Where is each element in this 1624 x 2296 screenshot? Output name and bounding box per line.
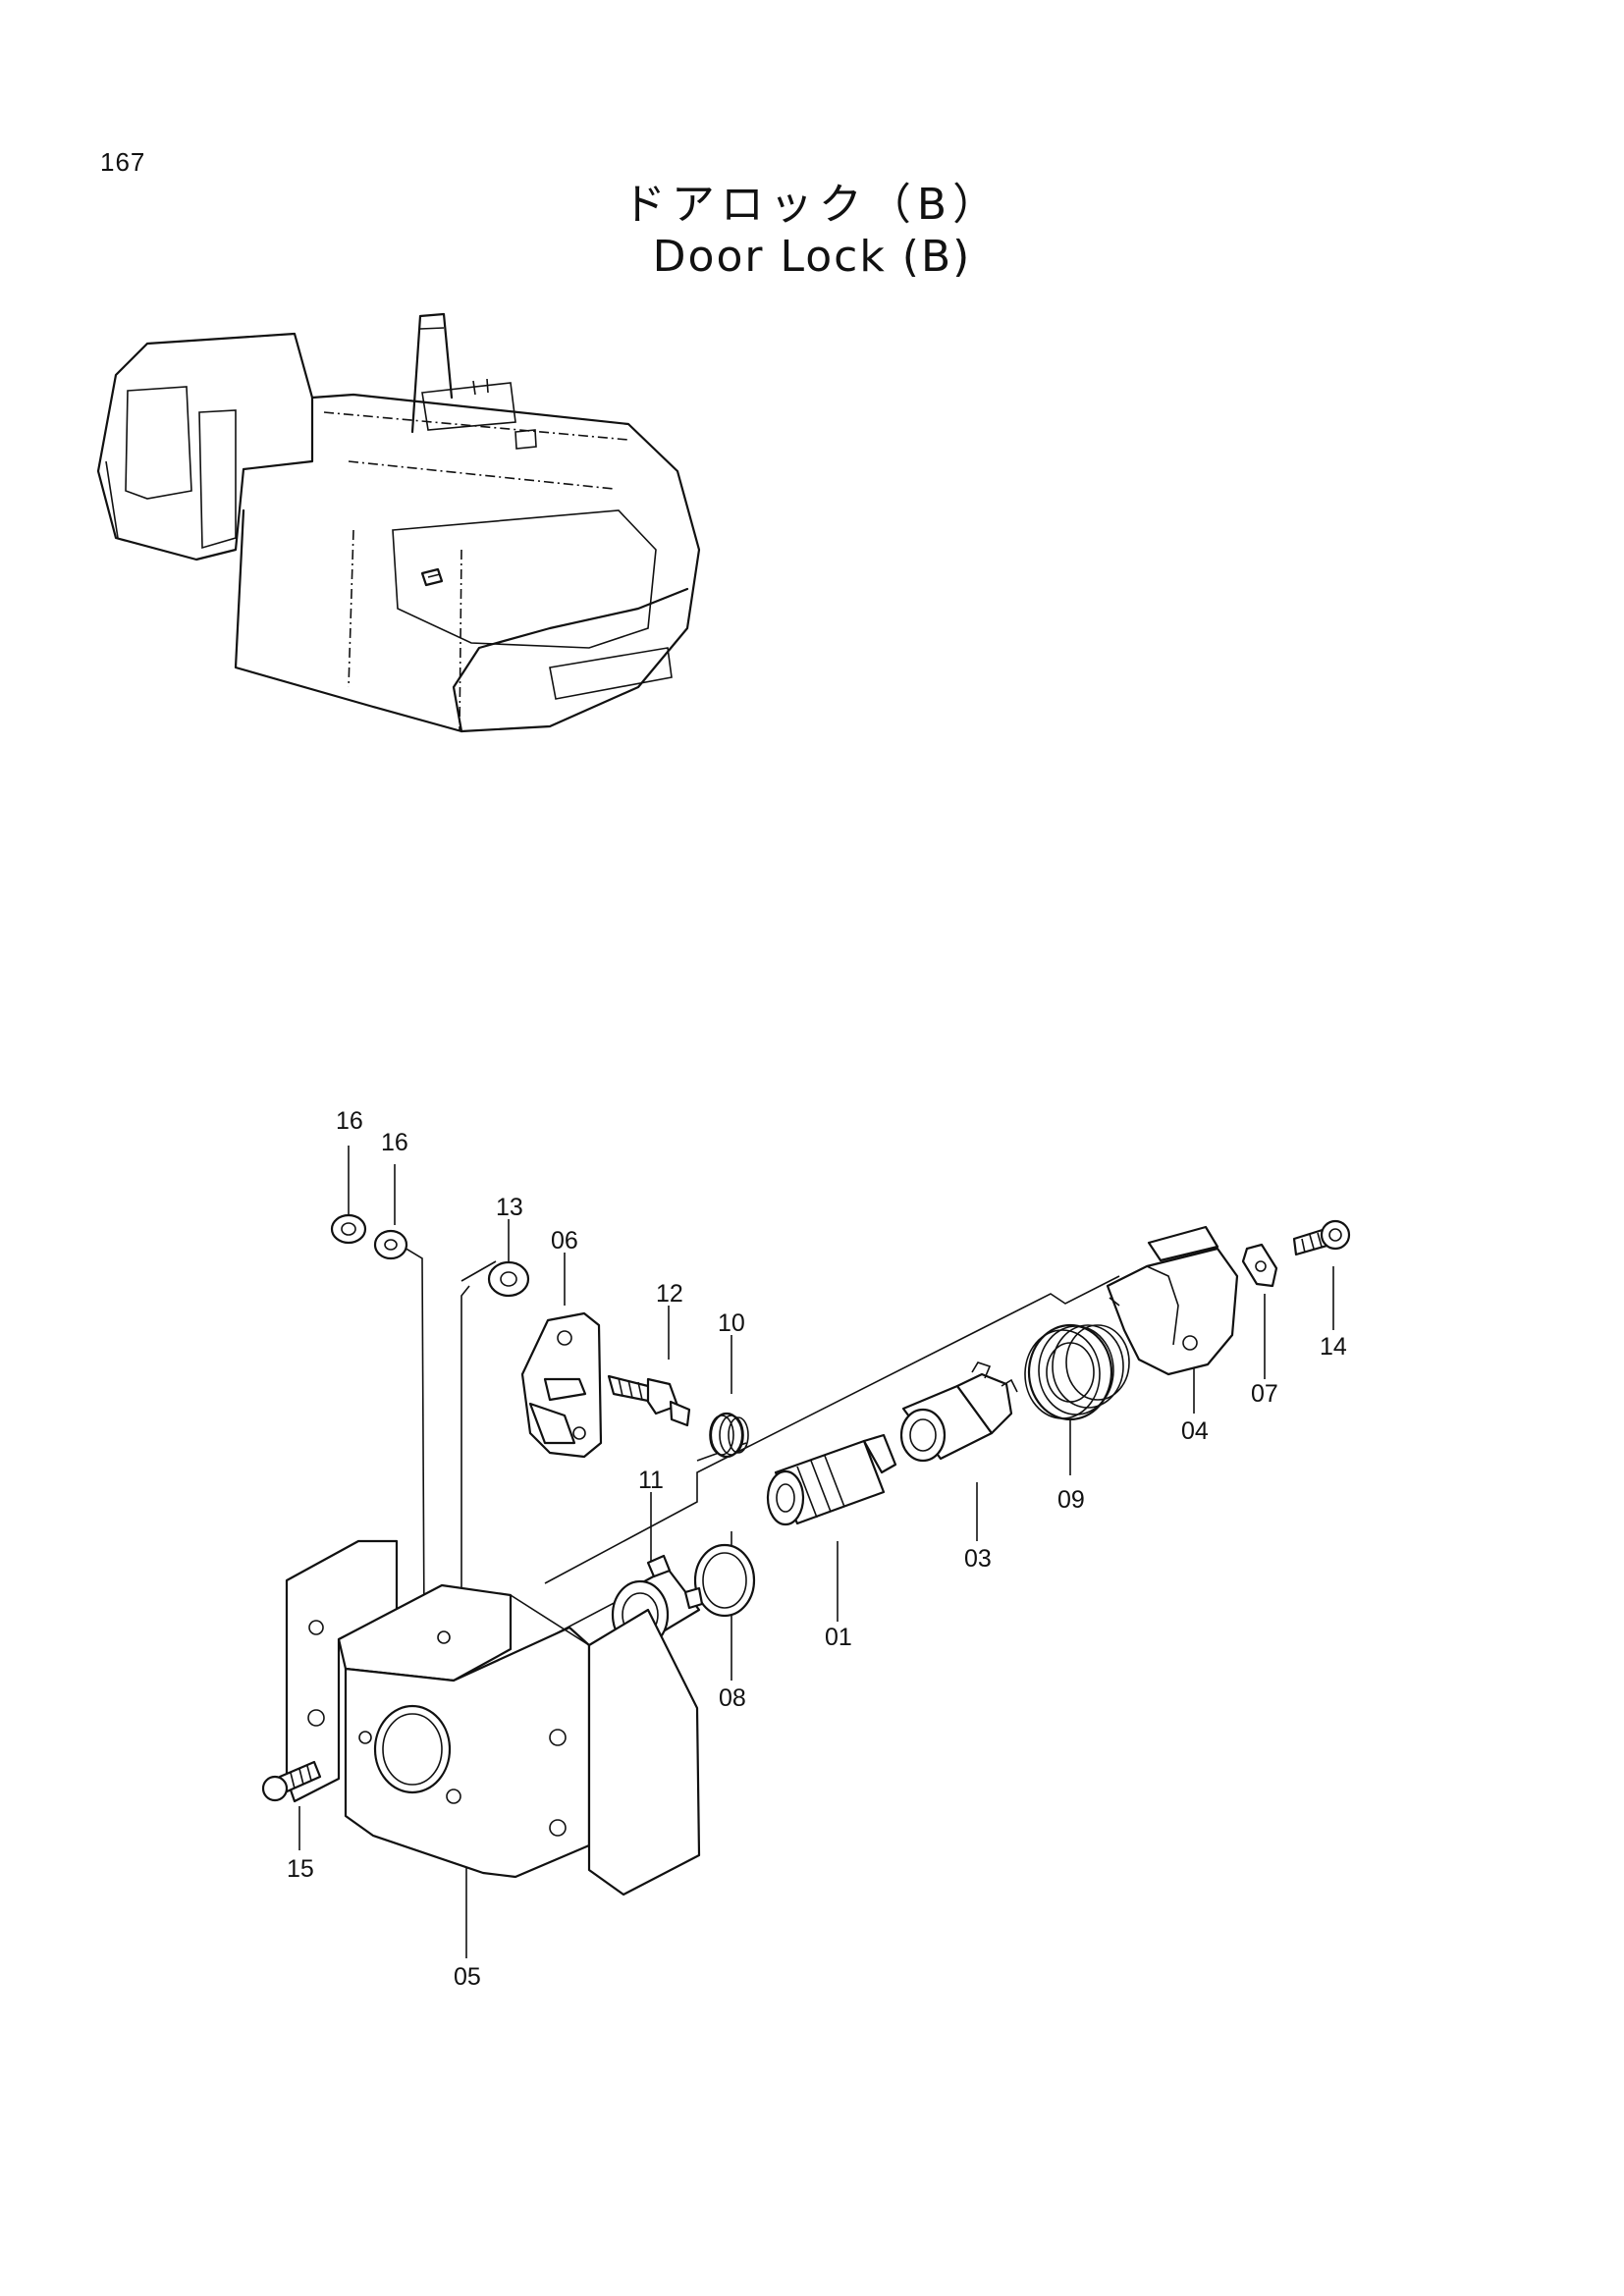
label-part-09: 09 (1057, 1486, 1085, 1514)
label-part-03: 03 (964, 1545, 992, 1573)
label-part-11: 11 (638, 1467, 664, 1494)
part-09-coil-spring (1024, 1323, 1130, 1421)
label-part-13: 13 (496, 1194, 523, 1221)
label-part-16b: 16 (381, 1129, 408, 1156)
part-08-ring (693, 1543, 756, 1618)
part-10-spring (696, 1412, 749, 1462)
part-15-screw (261, 1760, 322, 1802)
part-04-housing (1106, 1225, 1239, 1376)
part-12-pin (607, 1374, 691, 1427)
part-14-screw (1292, 1219, 1351, 1256)
label-part-04: 04 (1181, 1417, 1209, 1445)
part-03-sleeve (899, 1362, 1018, 1463)
label-part-12: 12 (656, 1280, 683, 1308)
page-title-english: Door Lock (B) (652, 232, 972, 282)
label-part-05: 05 (454, 1963, 481, 1991)
label-part-16a: 16 (336, 1107, 363, 1135)
leader-lines (298, 1146, 1334, 1958)
label-part-14: 14 (1320, 1333, 1347, 1361)
label-part-15: 15 (287, 1855, 314, 1883)
label-part-01: 01 (825, 1624, 852, 1651)
label-part-10: 10 (718, 1309, 745, 1337)
part-16-nut-a (330, 1213, 367, 1245)
excavator-overview-illustration (96, 312, 701, 733)
part-13-washer (487, 1260, 530, 1298)
page-number: 167 (100, 147, 146, 177)
part-06-latch-plate (520, 1311, 603, 1459)
part-16-nut-b (373, 1229, 408, 1260)
part-labels: 16 16 13 06 12 10 11 01 03 09 04 07 14 0… (287, 1107, 1347, 1991)
label-part-07: 07 (1251, 1380, 1278, 1408)
page-title-japanese: ドアロック（B） (622, 180, 1002, 230)
label-part-06: 06 (551, 1227, 578, 1255)
part-01-shaft (766, 1433, 897, 1526)
part-05-bracket (285, 1539, 701, 1896)
part-07-tab (1241, 1243, 1278, 1288)
label-part-08: 08 (719, 1684, 746, 1712)
